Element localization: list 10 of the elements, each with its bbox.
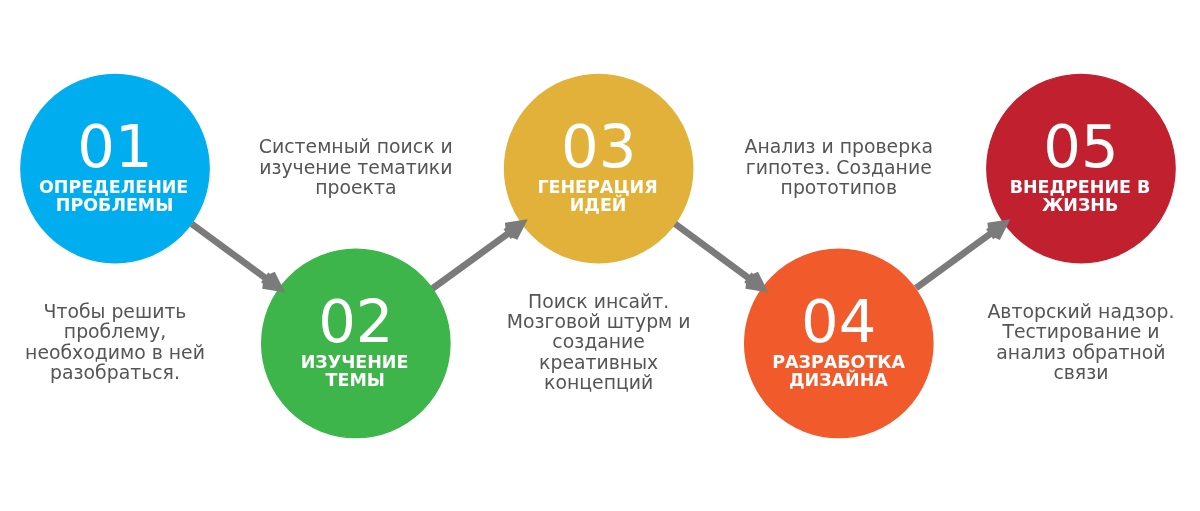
node-label: Системный поиск и изучение тематики проекта (258, 135, 453, 198)
node-label: Поиск инсайт. Мозговой штурм и создание креативных концепций (506, 290, 691, 393)
node-label: Авторский надзор. Тестирование и анализ обратной связи (987, 300, 1175, 383)
arrow (189, 220, 283, 292)
arrow (913, 219, 1008, 291)
node-label: Чтобы решить проблему, необходимо в ней разобраться. (25, 300, 205, 383)
arrow (673, 220, 766, 292)
node-circle: 01 ОПРЕДЕЛЕНИЕ ПРОБЛЕМЫ (20, 73, 210, 263)
node-label: Анализ и проверка гипотез. Создание прототипов (744, 135, 934, 198)
arrow (430, 219, 526, 291)
